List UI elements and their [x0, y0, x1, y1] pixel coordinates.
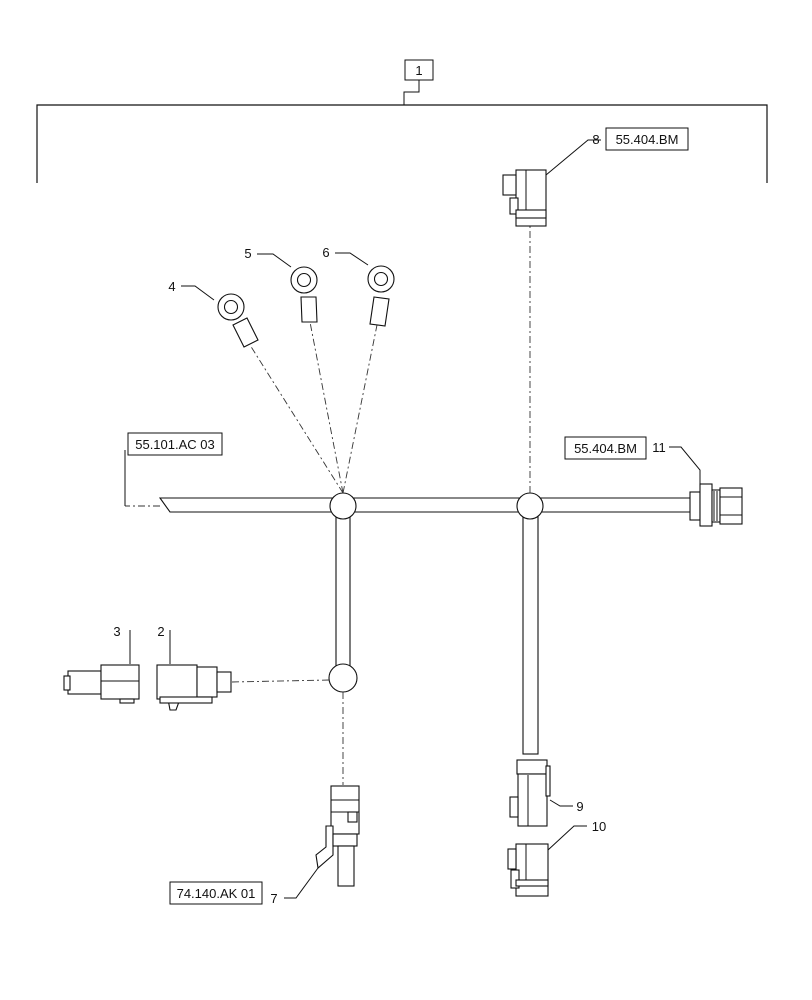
ring-terminal-4 [217, 293, 259, 348]
reference-box-main[interactable]: 55.101.AC 03 [127, 432, 223, 456]
right-harness-branch [522, 507, 539, 755]
callout-7: 7 [270, 891, 277, 906]
ring-terminal-5 [290, 266, 318, 323]
connector-11 [689, 483, 743, 527]
connector-8 [502, 169, 547, 227]
connector-7 [315, 785, 360, 887]
connector-10 [507, 843, 549, 897]
reference-box-7[interactable]: 74.140.AK 01 [169, 881, 263, 905]
left-harness-branch [335, 507, 351, 667]
callout-4: 4 [168, 279, 175, 294]
callout-11: 11 [652, 440, 666, 455]
ring-terminal-6 [367, 265, 395, 327]
junction-lower [328, 663, 358, 693]
junction-left [329, 492, 357, 520]
main-harness-trunk [158, 497, 694, 513]
callout-2: 2 [157, 624, 164, 639]
callout-5: 5 [244, 246, 251, 261]
callout-10: 10 [592, 819, 606, 834]
reference-box-11[interactable]: 55.404.BM [564, 436, 647, 460]
callout-3: 3 [113, 624, 120, 639]
connector-9 [509, 759, 551, 827]
callout-6: 6 [322, 245, 329, 260]
reference-label-7: 74.140.AK 01 [177, 886, 256, 901]
callout-leaders [124, 139, 701, 899]
assembly-item-number: 1 [415, 63, 422, 78]
reference-label-main: 55.101.AC 03 [135, 437, 215, 452]
callout-8: 8 [592, 132, 599, 147]
assembly-bracket: 1 [36, 59, 768, 183]
connector-2 [156, 664, 232, 711]
reference-label-8: 55.404.BM [616, 132, 679, 147]
junction-right [516, 492, 544, 520]
callout-9: 9 [576, 799, 583, 814]
reference-box-8[interactable]: 55.404.BM [605, 127, 689, 151]
connector-3 [63, 664, 140, 704]
reference-label-11: 55.404.BM [574, 441, 637, 456]
leader-lines [125, 226, 531, 785]
